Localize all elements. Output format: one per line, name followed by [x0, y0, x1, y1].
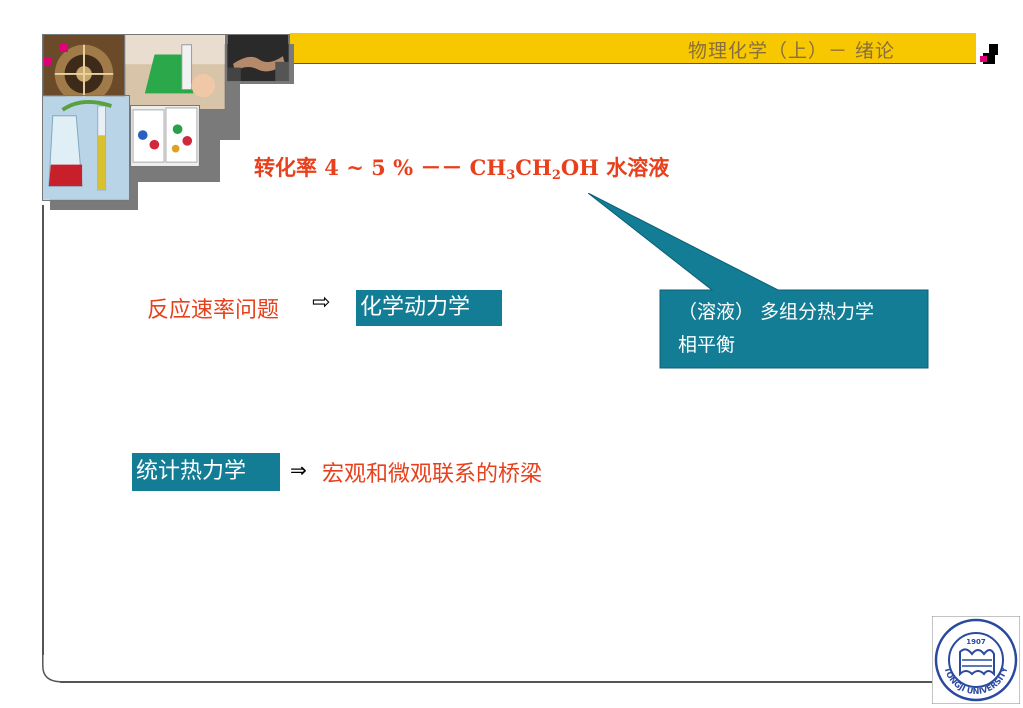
page-title: 物理化学（上）－ 绪论 — [688, 40, 896, 62]
solution-callout-text: （溶液） 多组分热力学 相平衡 — [660, 290, 928, 368]
formula-part: CH — [515, 155, 552, 180]
lab-flask-photo-icon — [124, 34, 226, 110]
decor-dot — [60, 44, 68, 52]
logo-year: 1907 — [966, 638, 986, 646]
formula-subscript: 2 — [551, 168, 561, 183]
tongji-university-logo: TONGJI UNIVERSITY 1907 — [932, 616, 1020, 704]
implies-arrow-icon: ⇒ — [290, 458, 307, 482]
callout-line-2: 相平衡 — [678, 334, 736, 356]
formula-part: OH — [560, 155, 599, 180]
decor-dot — [44, 58, 52, 66]
rate-prefix: 转化率 4 ~ 5 % －－ — [254, 155, 470, 180]
corner-mark-icon — [980, 44, 998, 64]
frame-corner — [42, 652, 61, 683]
frame-bottom-line — [60, 681, 938, 683]
bridge-label: 宏观和微观联系的桥梁 — [322, 462, 543, 487]
conversion-rate-line: 转化率 4 ~ 5 % －－ CH3CH2OH 水溶液 — [254, 152, 669, 183]
header-bar — [290, 33, 976, 64]
formula-part: CH — [469, 155, 507, 180]
frame-left-line — [42, 205, 44, 655]
callout-line-1: （溶液） 多组分热力学 — [678, 301, 875, 323]
handshake-photo-icon — [226, 34, 290, 82]
right-arrow-icon: ⇨ — [312, 290, 331, 315]
textbook-photo-icon — [130, 105, 200, 167]
formula-subscript: 3 — [506, 168, 516, 183]
beaker-photo-icon — [42, 95, 130, 201]
rate-problem-label: 反应速率问题 — [147, 298, 280, 323]
statistical-thermodynamics-box: 统计热力学 — [132, 453, 280, 491]
solution-callout-shape — [588, 193, 929, 369]
rate-suffix: 水溶液 — [599, 155, 670, 180]
kinetics-box: 化学动力学 — [356, 290, 502, 326]
